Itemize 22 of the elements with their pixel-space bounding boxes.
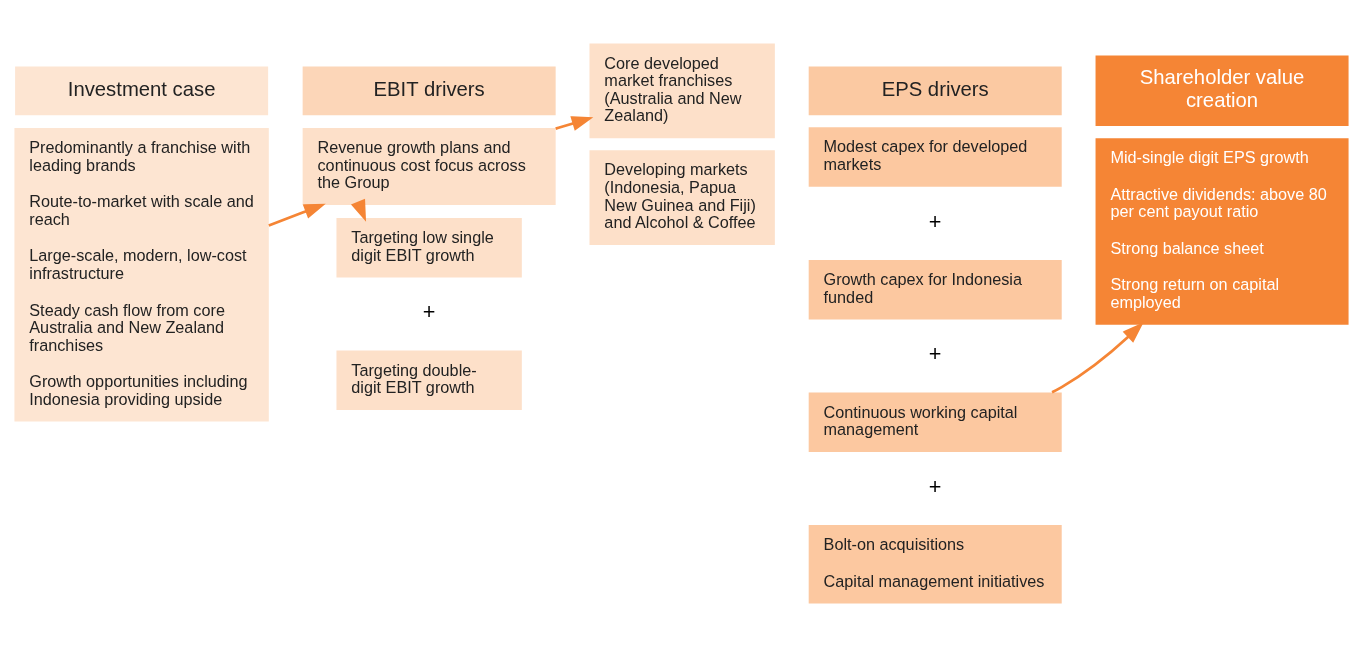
arrow — [350, 198, 367, 222]
node-box: Continuous working capital management — [808, 392, 1062, 452]
node-box: Targeting low single digit EBIT growth — [336, 217, 522, 277]
node-box: Core developed market franchises (Australia and New Zealand) — [589, 42, 775, 138]
node-box: Targeting double-digit EBIT growth — [336, 350, 522, 410]
label: + — [928, 208, 942, 234]
arrow — [1051, 321, 1144, 393]
arrow — [555, 115, 594, 131]
node-box: Shareholder value creation — [1095, 55, 1349, 126]
node-box: EPS drivers — [808, 65, 1062, 115]
node-box: EBIT drivers — [302, 65, 556, 115]
node-box: Modest capex for developed markets — [808, 126, 1062, 187]
label: + — [928, 340, 942, 366]
label: + — [928, 473, 942, 499]
node-box: Mid-single digit EPS growth Attractive dividends: above 80 per cent payout ratio Strong balance sheet Strong return on capital employed — [1095, 137, 1349, 325]
node-box: Growth capex for Indonesia funded — [808, 259, 1062, 319]
node-box: Investment case — [15, 65, 269, 115]
node-box: Predominantly a franchise with leading brands Route-to-market with scale and reach Large-scale, modern, low-cost infrastructure Steady cash flow from core Australia and New Zealand franchises Growth opportunities including Indonesia providing upside — [14, 127, 269, 422]
node-box: Developing markets (Indonesia, Papua New Guinea and Fiji) and Alcohol & Coffee — [589, 149, 775, 245]
node-box: Bolt-on acquisitions Capital management initiatives — [808, 524, 1062, 604]
arrow — [268, 203, 326, 227]
label: + — [422, 298, 436, 324]
